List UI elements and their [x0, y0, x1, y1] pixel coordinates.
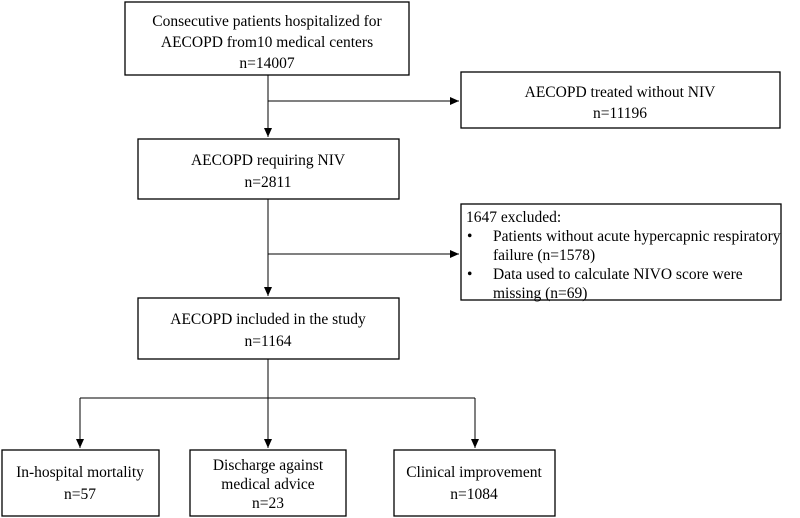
excluded-bullet-line: failure (n=1578) [493, 247, 595, 264]
box-line: n=1164 [245, 333, 292, 350]
box-line: n=23 [252, 495, 284, 512]
box-line: n=2811 [245, 174, 292, 191]
excluded-bullet-line: missing (n=69) [493, 285, 587, 302]
box-line: AECOPD from10 medical centers [161, 34, 373, 51]
box-included-in-study: AECOPD included in the study n=1164 [137, 297, 400, 360]
box-line: AECOPD treated without NIV [525, 84, 717, 101]
box-treated-without-niv: AECOPD treated without NIV n=11196 [460, 71, 781, 129]
box-line: Clinical improvement [406, 464, 542, 481]
bullet-dot: • [467, 266, 472, 283]
box-discharge-against-advice: Discharge against medical advice n=23 [189, 449, 347, 517]
excluded-title: 1647 excluded: [466, 209, 561, 226]
box-requiring-niv: AECOPD requiring NIV n=2811 [137, 138, 400, 200]
box-line: In-hospital mortality [16, 464, 144, 481]
box-clinical-improvement: Clinical improvement n=1084 [393, 449, 556, 517]
box-in-hospital-mortality: In-hospital mortality n=57 [1, 449, 160, 517]
box-excluded: 1647 excluded: • Patients without acute … [460, 203, 782, 302]
box-line: n=1084 [450, 486, 498, 503]
box-line: medical advice [221, 476, 314, 493]
box-line: AECOPD requiring NIV [191, 152, 346, 169]
bullet-dot: • [467, 228, 472, 245]
excluded-bullet-line: Patients without acute hypercapnic respi… [493, 228, 781, 245]
box-line: Discharge against [213, 457, 324, 474]
excluded-bullet-line: Data used to calculate NIVO score were [493, 266, 743, 283]
box-line: n=14007 [239, 55, 294, 72]
box-line: Consecutive patients hospitalized for [152, 13, 382, 30]
box-line: AECOPD included in the study [170, 311, 366, 328]
box-consecutive-patients: Consecutive patients hospitalized for AE… [124, 1, 410, 76]
box-line: n=57 [64, 486, 96, 503]
connectors [76, 75, 479, 448]
box-line: n=11196 [593, 105, 647, 122]
